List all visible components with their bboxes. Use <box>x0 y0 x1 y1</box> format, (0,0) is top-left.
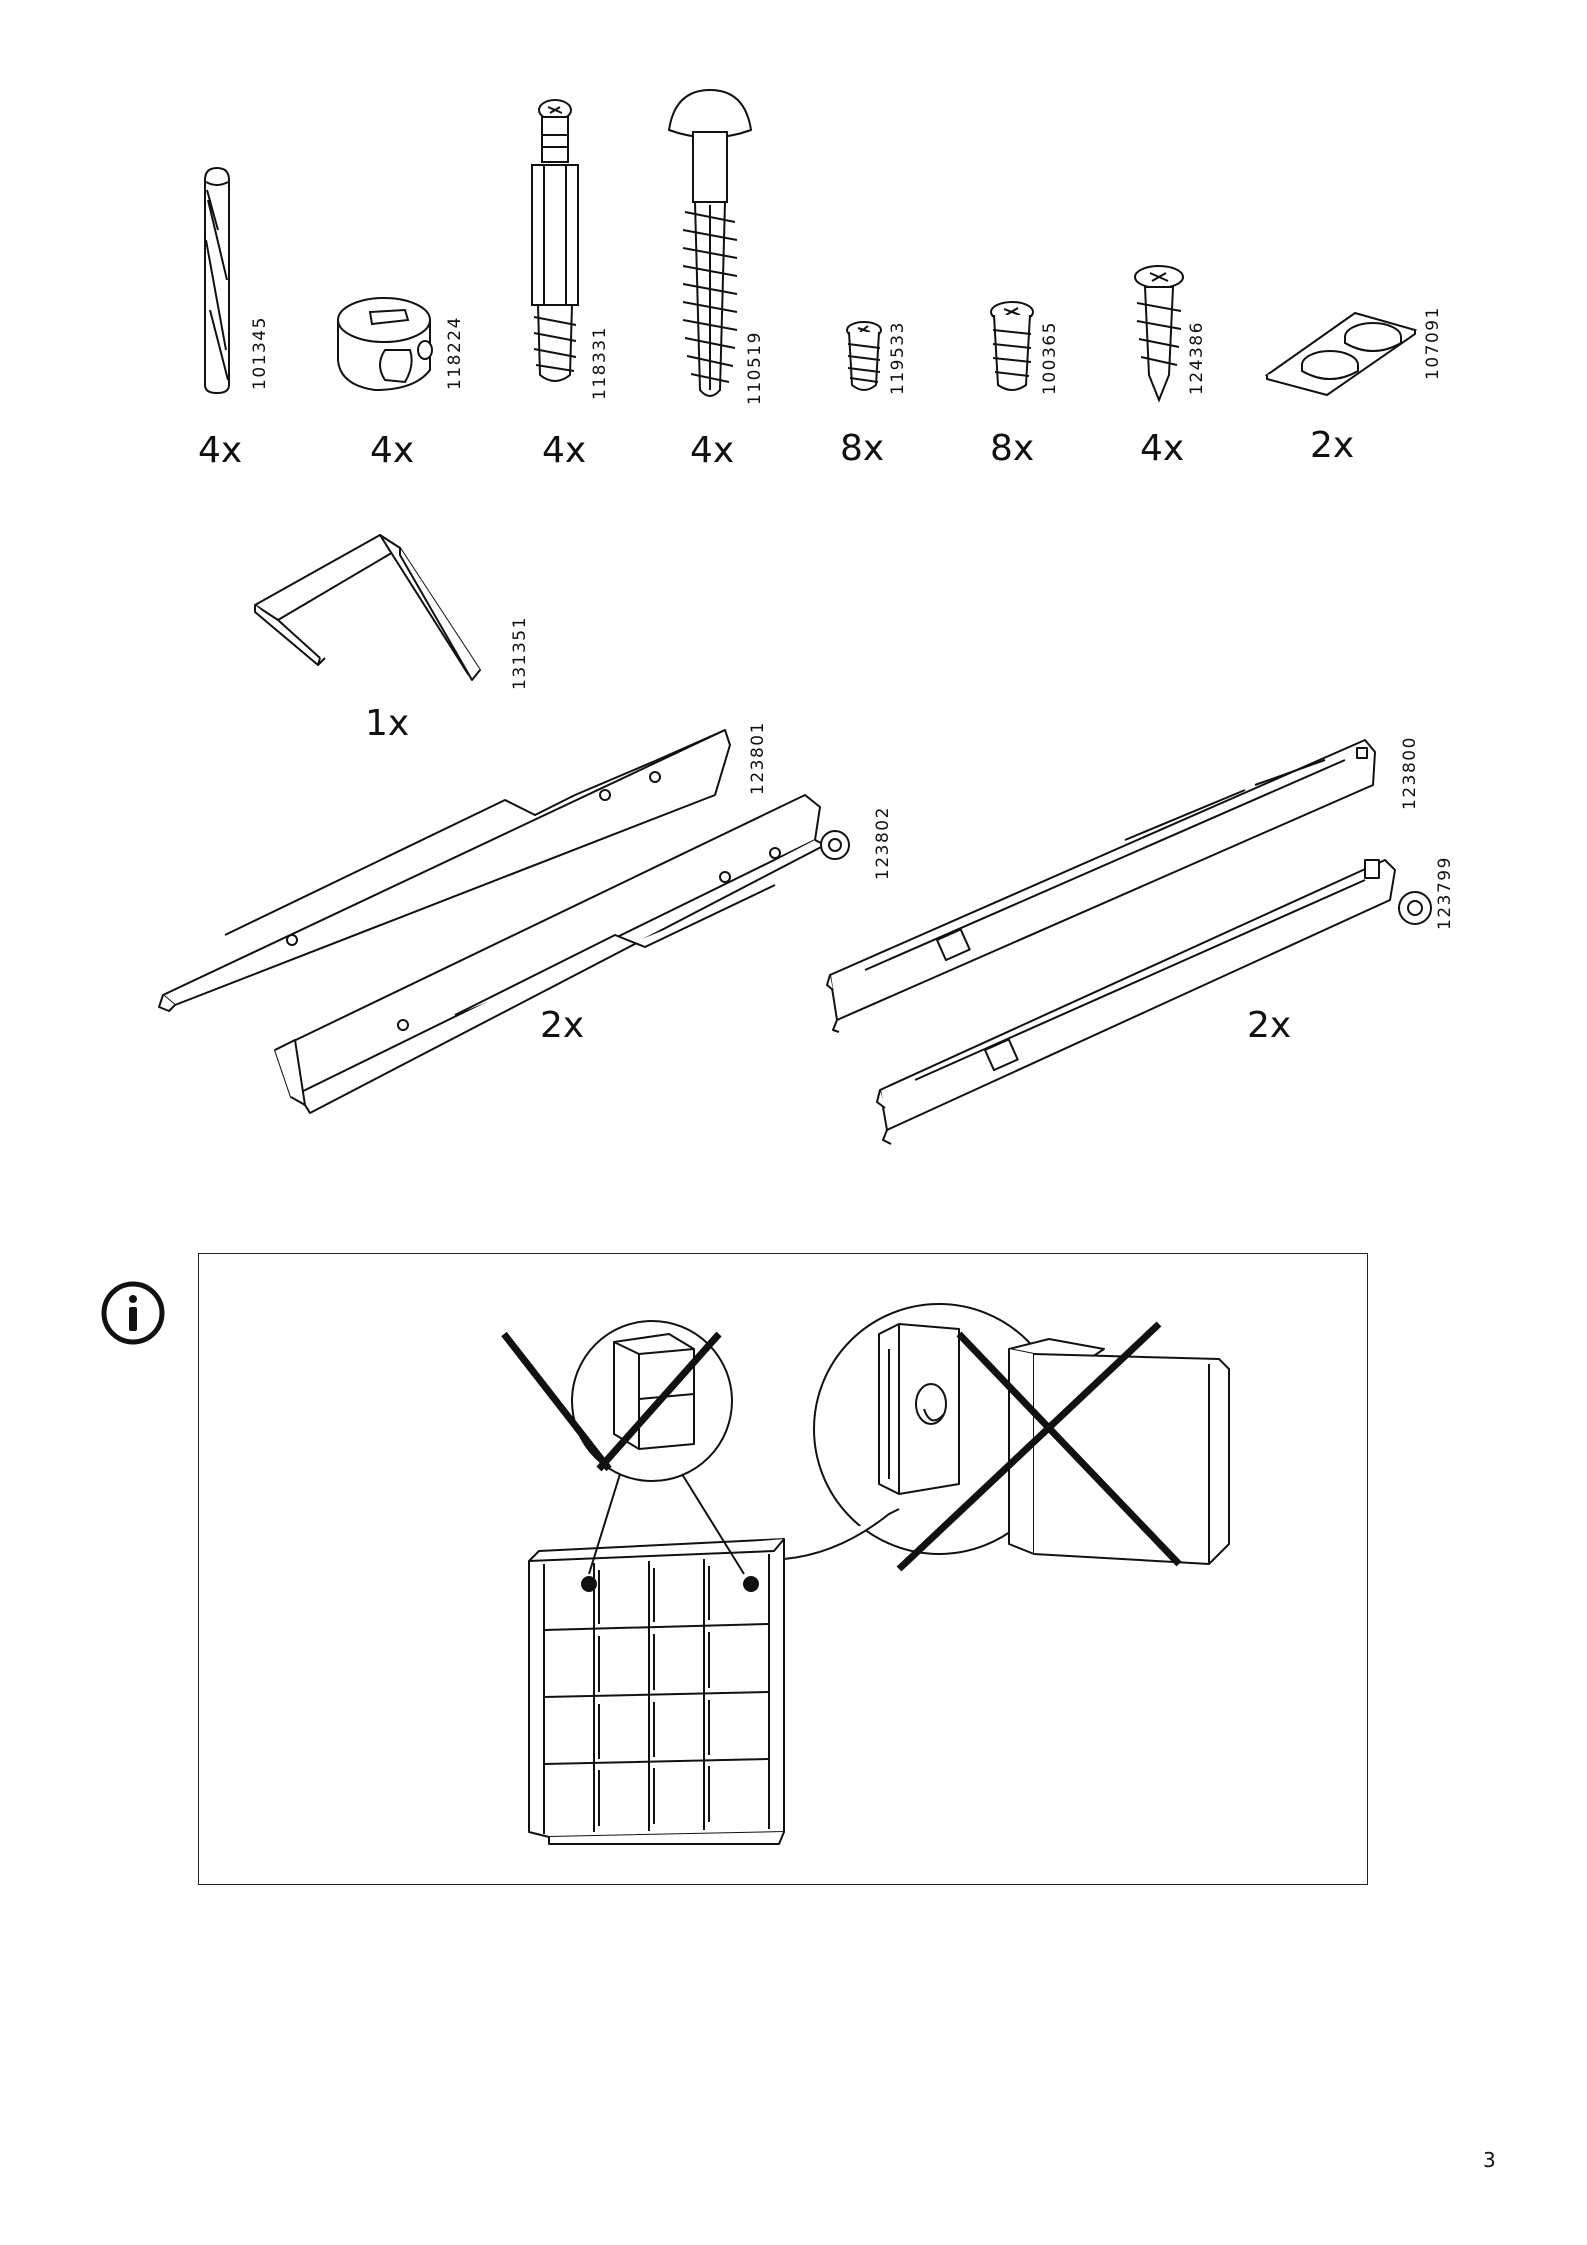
part-101345: 101345 <box>190 160 270 400</box>
part-131351: 131351 <box>250 530 500 690</box>
quantity-label: 4x <box>542 430 586 471</box>
part-code: 131351 <box>510 616 530 690</box>
quantity-label: 4x <box>690 430 734 471</box>
quantity-label: 2x <box>1310 425 1354 466</box>
quantity-label: 4x <box>198 430 242 471</box>
quantity-label: 8x <box>990 428 1034 469</box>
part-124386: 124386 <box>1125 265 1215 405</box>
quantity-label: 4x <box>1140 428 1184 469</box>
part-code: 118224 <box>445 316 465 390</box>
rail-set-left: 123801 123802 <box>155 725 875 1125</box>
cam-lock-drawing <box>330 290 460 400</box>
part-code: 101345 <box>250 316 270 390</box>
part-code: 107091 <box>1423 306 1443 380</box>
quantity-label: 4x <box>370 430 414 471</box>
quantity-label: 2x <box>1247 1005 1291 1046</box>
part-code: 110519 <box>745 331 765 405</box>
part-code: 119533 <box>888 321 908 395</box>
quantity-label: 8x <box>840 428 884 469</box>
part-code: 124386 <box>1187 321 1207 395</box>
euro-screw-short-drawing <box>840 320 920 400</box>
bracket-drawing <box>250 530 500 690</box>
part-119533: 119533 <box>840 320 920 400</box>
shelf-insert-warning-illustration <box>199 1254 1367 1884</box>
rail-code: 123801 <box>748 721 768 795</box>
info-panel <box>198 1253 1368 1885</box>
rail-code: 123800 <box>1400 736 1420 810</box>
rail-set-right: 123800 123799 <box>825 730 1455 1150</box>
part-code: 118331 <box>590 326 610 400</box>
part-118331: 118331 <box>520 95 610 405</box>
felt-pads-drawing <box>1265 305 1435 395</box>
full-extension-rails-drawing <box>825 730 1455 1150</box>
info-icon <box>100 1280 166 1346</box>
part-107091: 107091 <box>1265 305 1435 395</box>
part-100365: 100365 <box>985 300 1075 400</box>
euro-screw-drawing <box>985 300 1075 400</box>
part-118224: 118224 <box>330 290 460 400</box>
page-number: 3 <box>1483 2148 1496 2172</box>
part-110519: 110519 <box>665 90 765 410</box>
quantity-label: 2x <box>540 1005 584 1046</box>
rail-code: 123799 <box>1435 856 1455 930</box>
part-code: 100365 <box>1040 321 1060 395</box>
